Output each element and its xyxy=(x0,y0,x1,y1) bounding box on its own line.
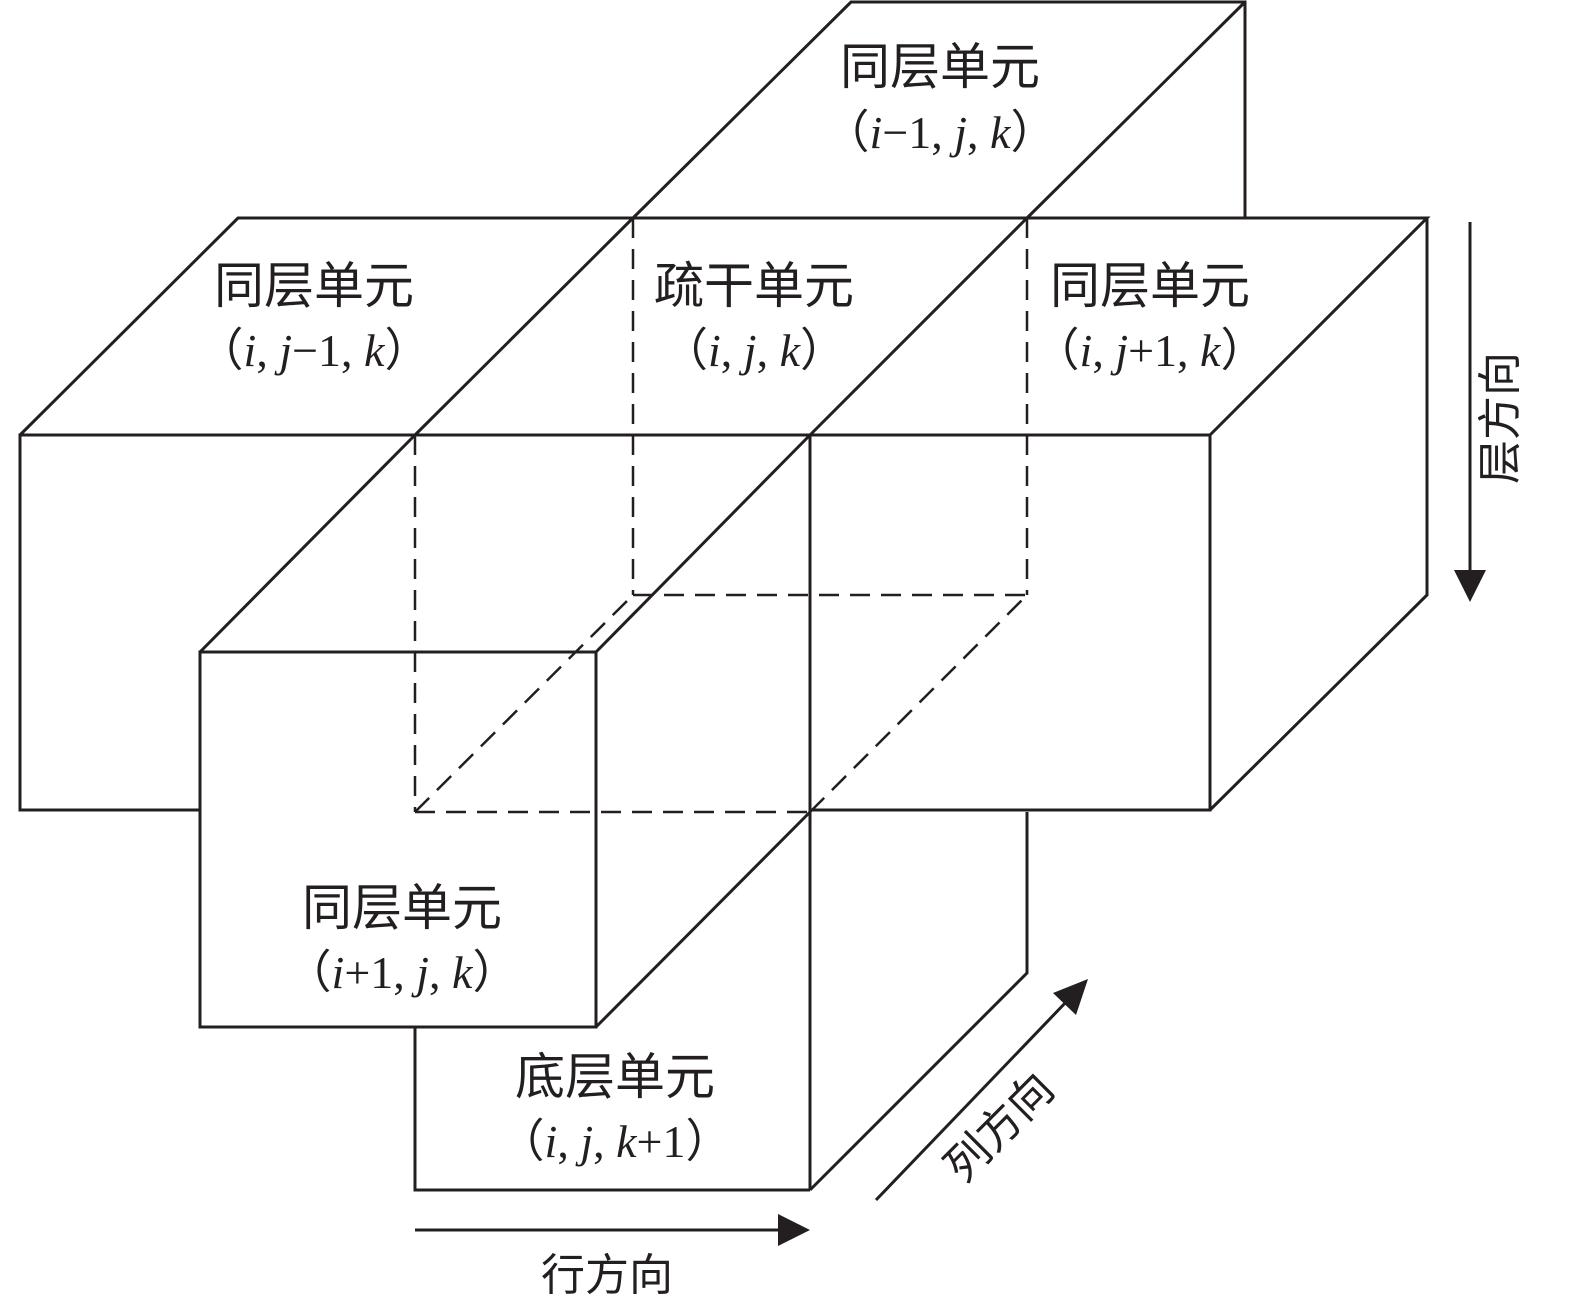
cell-center-hidden-edges xyxy=(413,218,1029,814)
row-direction-arrow xyxy=(415,1214,810,1246)
cell-right-front-face xyxy=(810,433,1212,812)
cell-right-index: （i, j+1, k） xyxy=(1034,325,1267,376)
layer-arrow-head xyxy=(1454,570,1486,602)
cell-left xyxy=(18,216,637,812)
row-direction-label: 行方向 xyxy=(541,1250,673,1301)
cell-front-top-right-edge xyxy=(594,433,812,654)
cell-bottom-side-face xyxy=(808,812,1029,1192)
column-arrow-head xyxy=(1053,979,1088,1015)
cell-center xyxy=(415,216,1029,437)
cell-left-name: 同层单元 xyxy=(214,257,414,315)
cell-front-bottom-right-edge xyxy=(594,810,812,1029)
cell-left-index: （i, j−1, k） xyxy=(198,325,431,376)
cell-center-name: 疏干单元 xyxy=(654,257,854,315)
cell-center-top-right xyxy=(808,216,1029,437)
cell-top-name: 同层单元 xyxy=(840,38,1040,96)
column-arrow-shaft xyxy=(874,998,1070,1202)
cell-bottom-front-face xyxy=(413,1027,810,1192)
column-direction-arrow xyxy=(874,979,1088,1202)
cell-right-name: 同层单元 xyxy=(1050,257,1250,315)
cell-bottom xyxy=(413,812,1029,1192)
cell-bottom-name: 底层单元 xyxy=(515,1048,715,1106)
column-direction-label: 列方向 xyxy=(935,1063,1064,1192)
cell-front-name: 同层单元 xyxy=(302,879,502,937)
cell-front-front-face xyxy=(198,650,598,1029)
cell-front-top-left-edge xyxy=(198,433,417,654)
cell-bottom-index: （i, j, k+1） xyxy=(499,1116,732,1167)
row-arrow-head xyxy=(778,1214,810,1246)
cell-front-index: （i+1, j, k） xyxy=(286,947,519,998)
cell-left-front-face xyxy=(18,433,415,812)
cell-left-top-face xyxy=(18,216,637,437)
layer-direction-label: 层方向 xyxy=(1475,352,1526,484)
cell-top-index: （i−1, j, k） xyxy=(824,107,1057,158)
cell-top xyxy=(631,0,1247,220)
cell-front xyxy=(198,433,812,1029)
layer-direction-arrow xyxy=(1454,222,1486,602)
cell-right-side-face xyxy=(1208,218,1429,812)
hidden-edge-right-depth xyxy=(809,594,1028,813)
cell-center-index: （i, j, k） xyxy=(662,325,846,376)
cell-top-edge xyxy=(1025,0,1247,220)
hidden-edge-left-depth xyxy=(414,594,634,813)
cell-right xyxy=(808,216,1431,1190)
cell-top-outline xyxy=(631,0,1247,220)
